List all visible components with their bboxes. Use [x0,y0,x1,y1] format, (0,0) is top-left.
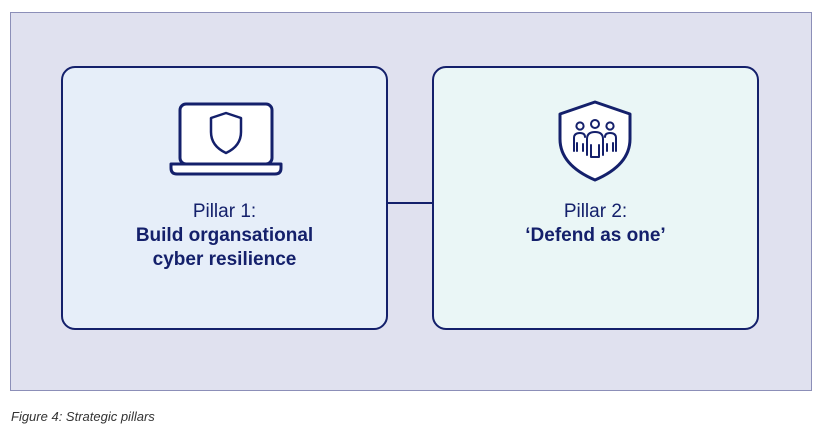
pillar-connector-line [388,202,432,204]
diagram-panel: Pillar 1: Build organsational cyber resi… [10,12,812,391]
pillar-1-subtitle-line1: Build organsational [135,225,314,246]
pillar-2-title: Pillar 2: [563,201,628,222]
pillar-1-card: Pillar 1: Build organsational cyber resi… [61,66,388,330]
pillar-2-subtitle-line1: ‘Defend as one’ [525,225,666,246]
figure-caption: Figure 4: Strategic pillars [11,409,155,424]
pillar-2-text: Pillar 2: ‘Defend as one’ [434,200,757,248]
laptop-shield-icon [169,102,283,176]
shield-people-icon [558,100,632,182]
pillar-2-card: Pillar 2: ‘Defend as one’ [432,66,759,330]
pillar-1-text: Pillar 1: Build organsational cyber resi… [63,200,386,272]
pillar-1-title: Pillar 1: [192,201,257,222]
pillar-1-subtitle-line2: cyber resilience [152,249,297,270]
